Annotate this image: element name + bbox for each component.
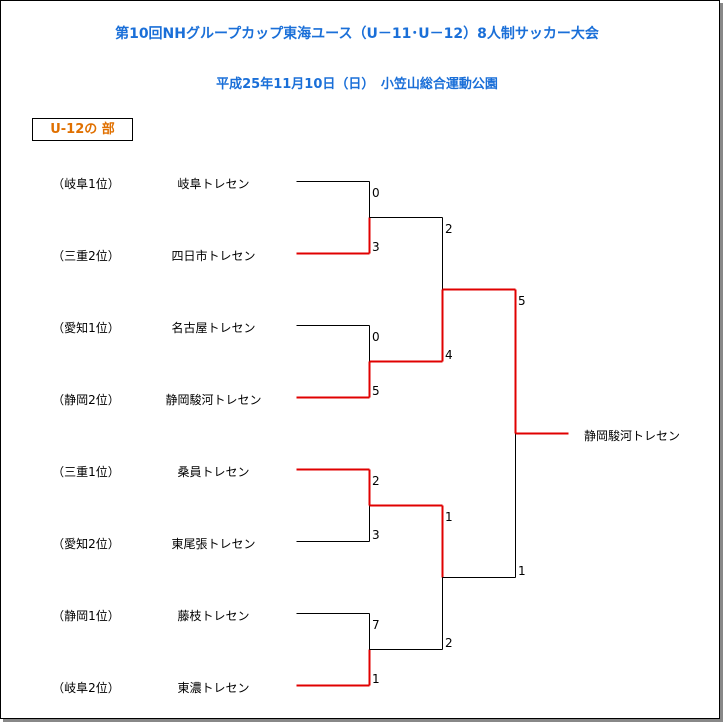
seed-label: （岐阜2位） — [52, 681, 120, 695]
score-r1: 2 — [372, 474, 380, 488]
team-name: 東濃トレセン — [177, 681, 250, 695]
score-r1: 0 — [372, 186, 380, 200]
champion-name: 静岡駿河トレセン — [584, 429, 681, 443]
team-name: 岐阜トレセン — [177, 177, 250, 191]
team-name: 藤枝トレセン — [177, 609, 250, 623]
score-final: 5 — [518, 294, 526, 308]
score-r1: 7 — [372, 618, 380, 632]
score-r2: 2 — [445, 636, 453, 650]
team-name: 静岡駿河トレセン — [165, 393, 262, 407]
team-name: 名古屋トレセン — [171, 321, 256, 335]
score-r1: 3 — [372, 528, 380, 542]
seed-label: （静岡1位） — [52, 609, 120, 623]
seed-label: （岐阜1位） — [52, 177, 120, 191]
team-name: 東尾張トレセン — [171, 537, 256, 551]
team-name: 桑員トレセン — [177, 465, 250, 479]
seed-label: （三重2位） — [52, 249, 120, 263]
score-r2: 1 — [445, 510, 453, 524]
seed-label: （愛知1位） — [52, 321, 120, 335]
score-final: 1 — [518, 564, 526, 578]
score-r1: 0 — [372, 330, 380, 344]
score-r1: 1 — [372, 672, 380, 686]
seed-label: （静岡2位） — [52, 393, 120, 407]
date-venue: 平成25年11月10日（日） 小笠山総合運動公園 — [216, 77, 498, 92]
seed-label: （三重1位） — [52, 465, 120, 479]
division-label: U-12の 部 — [32, 118, 133, 141]
score-r2: 2 — [445, 222, 453, 236]
score-r1: 3 — [372, 240, 380, 254]
seed-label: （愛知2位） — [52, 537, 120, 551]
score-r1: 5 — [372, 384, 380, 398]
score-r2: 4 — [445, 348, 453, 362]
team-name: 四日市トレセン — [171, 249, 256, 263]
tournament-title: 第10回NHグループカップ東海ユース（U－11･U－12）8人制サッカー大会 — [115, 26, 599, 42]
